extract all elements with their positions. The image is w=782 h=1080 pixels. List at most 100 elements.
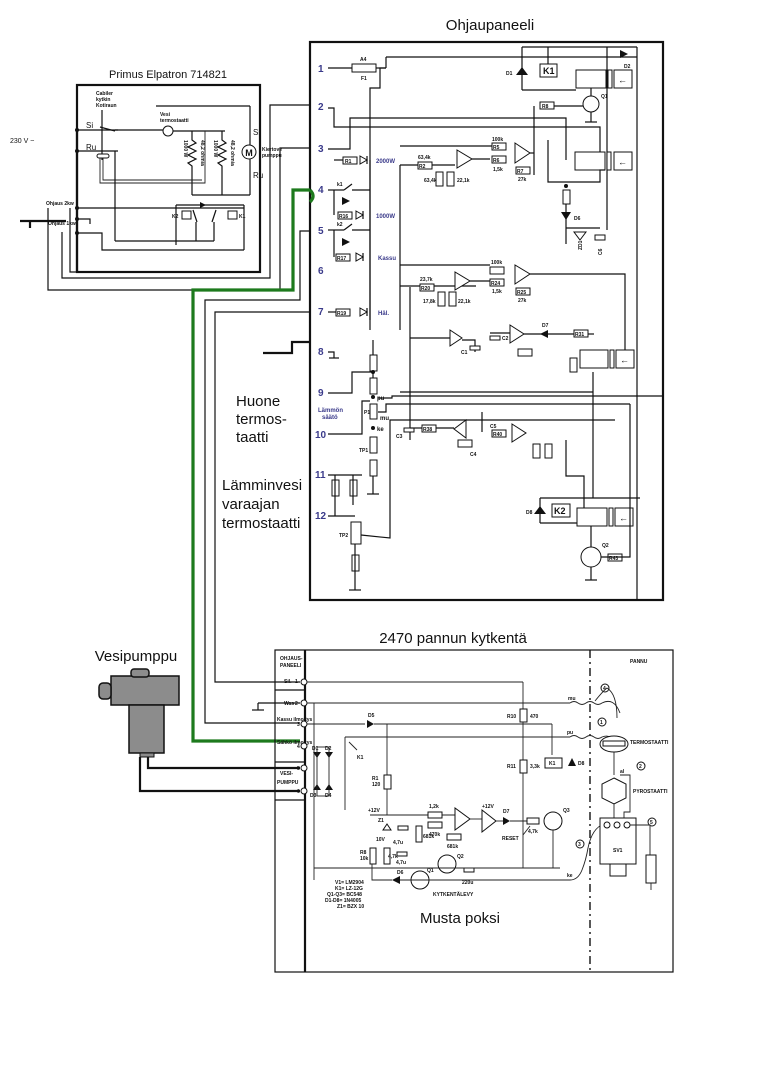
pin-7: 7 <box>318 307 324 318</box>
water-pump-title: Vesipumppu <box>95 648 178 665</box>
capacitor-c6 <box>594 234 606 241</box>
c2-value: 4,7u <box>396 860 406 866</box>
q3-label: Q3 <box>563 808 570 814</box>
r4-value: 22,1k <box>457 178 470 184</box>
d8-label: D8 <box>578 761 585 767</box>
resistor-r19 <box>335 308 351 317</box>
terminal-4 <box>300 742 308 750</box>
switch-label-2: kytkin <box>96 97 110 103</box>
d8-label: D8 <box>526 510 533 516</box>
r22-value: 100k <box>491 260 502 266</box>
resistor-r4 <box>427 821 443 829</box>
op-amp-4 <box>514 264 531 285</box>
control-panel-frame <box>308 40 665 602</box>
c1-label: C1 <box>461 350 468 356</box>
room-thermostat-label: Huone termos- taatti <box>236 393 287 446</box>
pin-11: 11 <box>315 470 326 481</box>
op-amp-3 <box>454 271 471 291</box>
d5-label: D5 <box>368 713 375 719</box>
pyrostaatti-label: PYROSTAATTI <box>633 789 668 795</box>
op-amp-8 <box>511 423 527 443</box>
optocoupler-2 <box>613 151 633 171</box>
si-label: Si <box>86 121 93 130</box>
led-1000w-label: 1000W <box>376 214 395 220</box>
opamp-12v-label: +12V <box>482 804 494 810</box>
terminal-6-num: 6 <box>297 789 300 795</box>
relay-contact-4 <box>576 507 608 527</box>
r24-value: 1,5k <box>492 289 502 295</box>
c2-label: C2 <box>502 336 509 342</box>
resistor-r16 <box>337 211 353 220</box>
terminal-5-label: VESI- <box>280 771 293 777</box>
relay-contact-3 <box>579 349 609 369</box>
sv1-label: SV1 <box>613 848 623 854</box>
water-heater-line-1: Lämminvesi <box>222 477 302 494</box>
r2-value: 63,4k <box>418 155 431 161</box>
optocoupler-3 <box>615 349 635 369</box>
water-thermostat-label-2: termostaatti <box>160 118 189 124</box>
resistor-r10 <box>519 708 528 723</box>
optocoupler-4 <box>614 507 634 527</box>
k1-label: K1 <box>239 214 246 220</box>
terminal-1-num: 1 <box>295 679 298 685</box>
pump-motor-icon <box>241 144 257 160</box>
r7-value: 27k <box>518 177 527 183</box>
relay-contact-1 <box>575 69 607 89</box>
capacitor-c3 <box>463 867 475 873</box>
relay-k2 <box>551 503 571 518</box>
r5-label: R5 <box>493 145 500 151</box>
diode-d5 <box>367 720 374 728</box>
terminal-5 <box>300 764 308 772</box>
op-amp-1 <box>456 149 473 169</box>
op-amp-2 <box>514 142 531 164</box>
resistor-r11 <box>519 759 528 774</box>
terminal-1-label: Sil. <box>284 679 292 685</box>
terminal-1 <box>300 678 308 686</box>
pu-label: pu <box>377 396 385 402</box>
diode-d8 <box>568 758 576 766</box>
relay-k1 <box>544 757 563 769</box>
trimmer-tp2 <box>350 521 362 545</box>
resistor-r9 <box>383 847 391 865</box>
k2-label: K2 <box>172 214 179 220</box>
voltage-label: 230 V ~ <box>10 138 34 145</box>
op-amp-7 <box>453 419 467 439</box>
r7-label: R7 <box>517 169 524 175</box>
water-heater-line-3: termostaatti <box>222 515 300 532</box>
green-highlight-wire <box>191 188 310 743</box>
room-thermostat-line-2: termos- <box>236 411 287 428</box>
relay-k2 <box>181 210 192 220</box>
op-amp-v1b <box>481 808 497 834</box>
resistor-r7 <box>415 825 423 843</box>
water-heater-line-2: varaajan <box>222 496 280 513</box>
resistor-r32 <box>369 377 378 395</box>
resistor-r40 <box>491 429 507 438</box>
marker-1-label: 1 <box>600 720 603 726</box>
boiler-frame <box>274 649 674 973</box>
relay-k1 <box>227 210 238 220</box>
ignition-coil <box>645 854 657 884</box>
r4-value: 470k <box>429 832 440 838</box>
reset-label: RESET <box>502 836 519 842</box>
part-z1: Z1= BZX 10 <box>337 904 364 910</box>
pannu-label: PANNU <box>630 659 648 665</box>
op-amp-5 <box>449 329 463 347</box>
z1-value: 10V <box>376 837 386 843</box>
control-panel-unit: 1 2 3 4 5 6 7 8 9 10 11 12 A4 F1 D1 K1 <box>308 40 665 602</box>
resistor-r22 <box>489 266 505 275</box>
r21-value: 17,8k <box>423 299 436 305</box>
z1-label: Z1 <box>378 818 384 824</box>
r40-label: R40 <box>493 432 502 438</box>
potentiometer-p1 <box>369 403 378 420</box>
op-amp-6 <box>509 324 525 344</box>
c6-label: C6 <box>598 248 604 255</box>
capacitor-c1 <box>469 345 481 351</box>
marker-3-label: 3 <box>578 842 581 848</box>
resistor-r6 <box>491 155 507 164</box>
terminal-2-num: 2 <box>295 701 298 707</box>
zener-z1 <box>382 823 392 831</box>
pin-1: 1 <box>318 64 324 75</box>
pin-9: 9 <box>318 388 324 399</box>
relay-contact-2 <box>574 151 606 171</box>
resistor-r26 <box>517 348 533 357</box>
